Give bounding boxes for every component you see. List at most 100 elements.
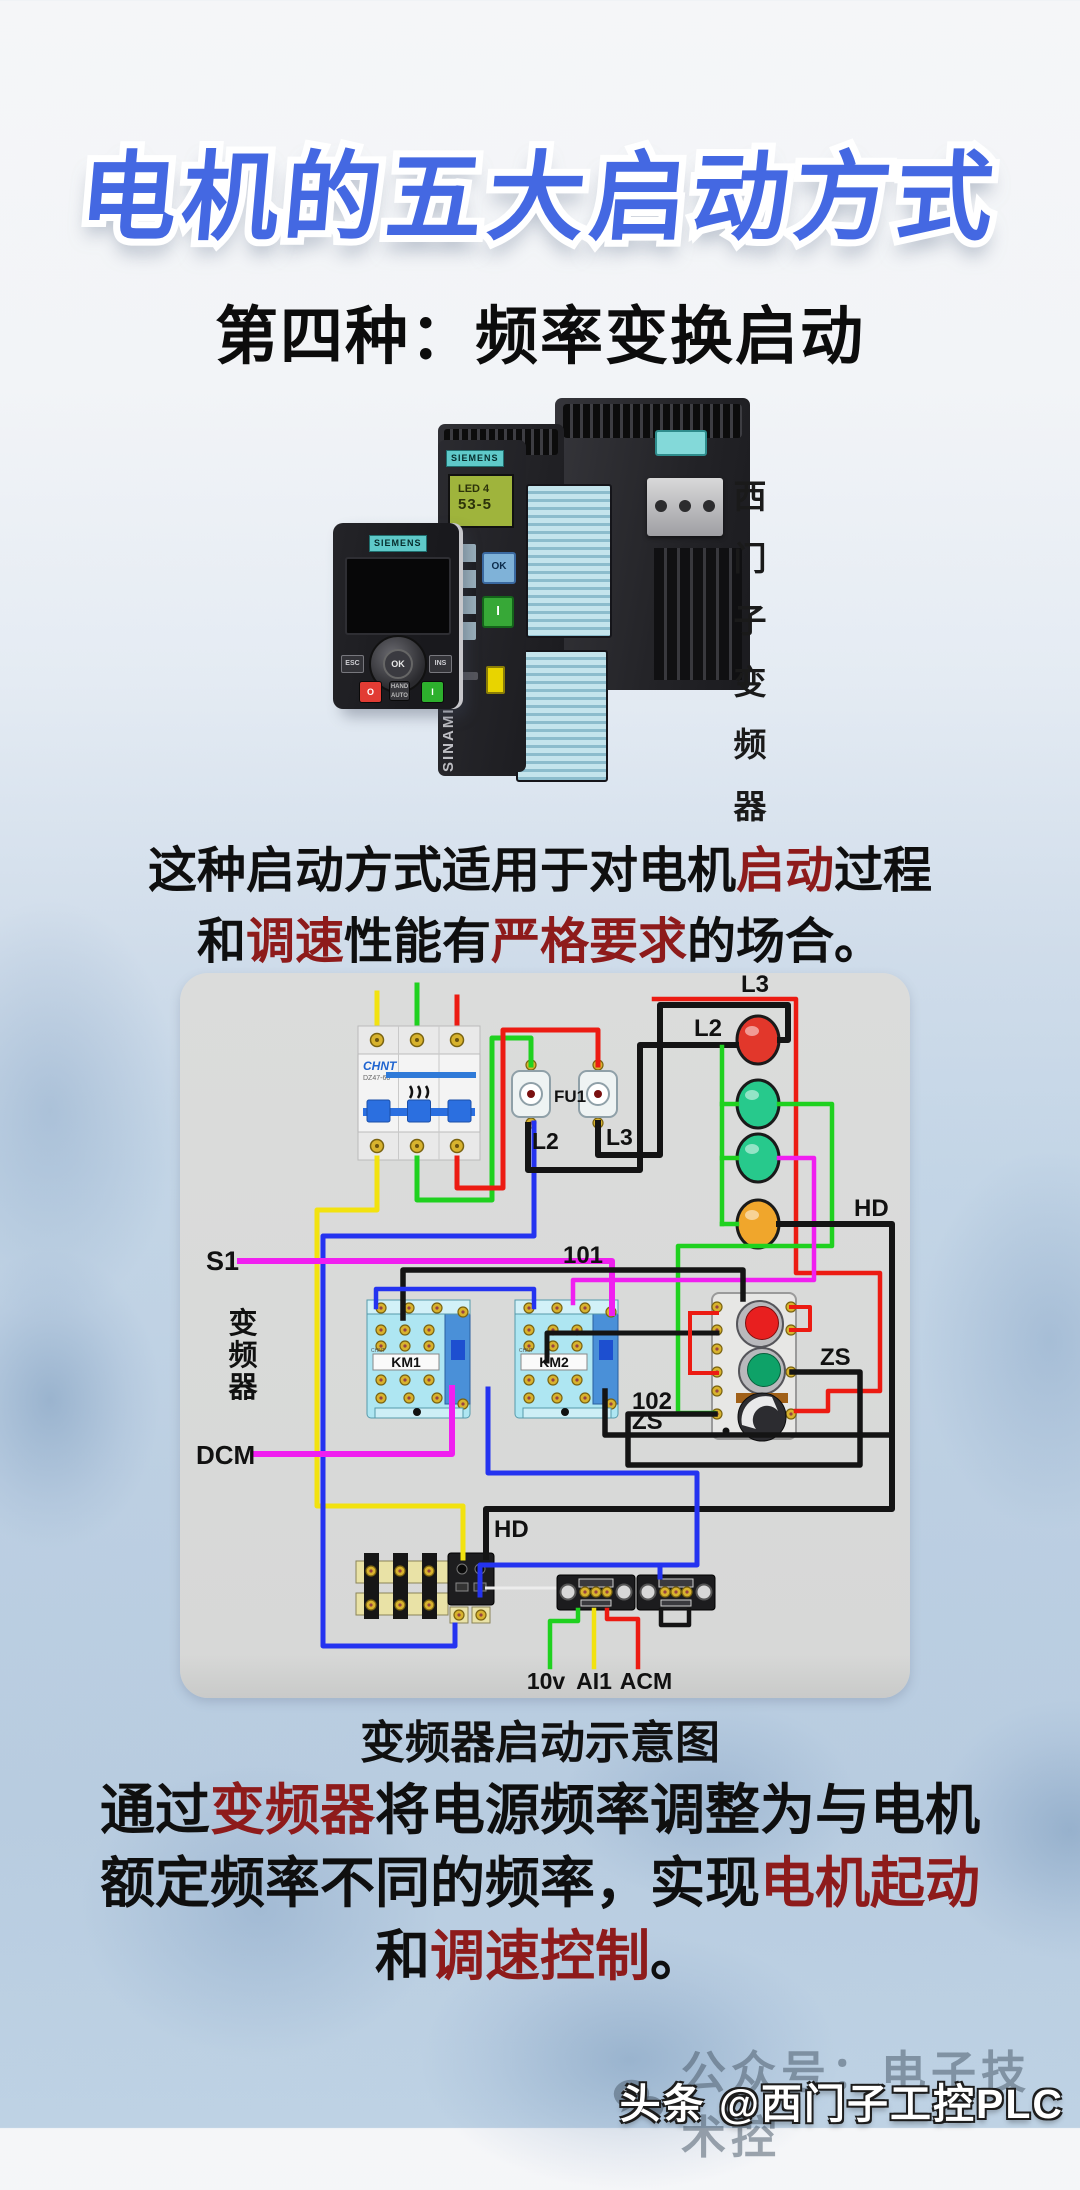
stop-button: O bbox=[359, 681, 382, 703]
label-10v: 10v bbox=[527, 1668, 566, 1694]
label-101: 101 bbox=[563, 1242, 603, 1269]
card-slot bbox=[450, 672, 478, 680]
highlight-bianpinqi: 变频器 bbox=[209, 1779, 375, 1841]
wire-green bbox=[414, 1035, 534, 1203]
pushbutton-station bbox=[711, 1292, 797, 1442]
run-button: I bbox=[482, 596, 514, 628]
wire-l3 bbox=[595, 1002, 791, 1158]
label-s1: S1 bbox=[206, 1246, 239, 1276]
control-unit: SIEMENS LED 4 53-5 OK I SINAMICS bbox=[438, 440, 526, 772]
label-dcm: DCM bbox=[196, 1440, 255, 1470]
highlight-yange: 严格要求 bbox=[491, 915, 688, 969]
label-zs-upper: ZS bbox=[820, 1344, 851, 1371]
label-fu1: FU1 bbox=[554, 1087, 586, 1106]
km1-label: KM1 bbox=[391, 1354, 421, 1370]
label-l2-lamp: L2 bbox=[694, 1015, 722, 1042]
start-button: I bbox=[421, 681, 444, 703]
circuit-breaker: CHNT DZ47-60 bbox=[357, 1025, 481, 1161]
wire-runs bbox=[237, 996, 895, 1670]
outro-paragraph: 通过变频器将电源频率调整为与电机 额定频率不同的频率，实现电机起动 和调速控制。 bbox=[0, 1774, 1080, 1993]
wire-red bbox=[454, 1027, 601, 1191]
ok-button: OK bbox=[482, 552, 516, 584]
hand-auto-button: HAND AUTO bbox=[389, 681, 410, 701]
bg-blot bbox=[0, 1250, 160, 1550]
contactor-km2: KM2 CHNT bbox=[514, 1299, 619, 1419]
intro-line2: 和调速性能有严格要求的场合。 bbox=[196, 915, 884, 969]
lamp-red bbox=[735, 1014, 781, 1066]
lamp-green-2 bbox=[735, 1132, 781, 1184]
terminal-connector bbox=[655, 430, 707, 456]
wire-blue-left bbox=[320, 1120, 537, 1649]
lcd-line2: 53-5 bbox=[458, 496, 493, 513]
fuse-fu1 bbox=[511, 1059, 618, 1129]
wechat-icon bbox=[613, 2079, 664, 2123]
highlight-dianjiqidong: 电机起动 bbox=[760, 1852, 981, 1914]
operator-panel: SIEMENS ESC INS OK O HAND AUTO I bbox=[333, 523, 459, 709]
label-l3-lamp: L3 bbox=[741, 973, 769, 998]
outro-line3: 和调速控制。 bbox=[374, 1925, 706, 1987]
vertical-caption: 西 门 子 变 频 器 bbox=[733, 478, 767, 825]
esc-button: ESC bbox=[341, 655, 364, 673]
lcd-display: LED 4 53-5 bbox=[448, 474, 514, 528]
terminal-strip-1 bbox=[557, 1575, 635, 1610]
wire-dcm bbox=[252, 1385, 455, 1457]
wire-l2 bbox=[525, 1042, 739, 1173]
intro-line1: 这种启动方式适用于对电机启动过程 bbox=[147, 844, 933, 898]
wiring-diagram: CHNT DZ47-60 KM1 CHNT bbox=[196, 973, 895, 1694]
siemens-badge: SIEMENS bbox=[369, 535, 427, 552]
wire-red-right bbox=[651, 996, 883, 1414]
breaker-brand: CHNT bbox=[363, 1059, 398, 1073]
label-hd-bottom: HD bbox=[494, 1516, 529, 1543]
wire-blue-km bbox=[373, 1286, 537, 1310]
siemens-badge: SIEMENS bbox=[446, 450, 504, 467]
svg-text:CHNT: CHNT bbox=[519, 1348, 533, 1354]
label-l2-fuse: L2 bbox=[532, 1128, 559, 1154]
inverter-unit-large bbox=[555, 398, 750, 690]
wire-strip2-jumper bbox=[658, 1607, 692, 1628]
wire-yellow bbox=[314, 1155, 466, 1561]
bg-blot bbox=[920, 1150, 1080, 1530]
indicator-lamps bbox=[735, 1014, 781, 1250]
credit-text: 头条 @西门子工控PLC bbox=[619, 2081, 1064, 2127]
label-ai1: AI1 bbox=[576, 1668, 612, 1694]
wire-zs-upper bbox=[625, 1369, 863, 1468]
wire-km2-btn bbox=[544, 1330, 720, 1364]
km2-label: KM2 bbox=[539, 1354, 569, 1370]
label-hd-top: HD bbox=[854, 1195, 889, 1222]
wire-10v bbox=[547, 1607, 581, 1670]
label-102: 102 bbox=[632, 1388, 672, 1415]
label-l3-fuse: L3 bbox=[606, 1124, 633, 1150]
thermal-relay bbox=[355, 1552, 495, 1624]
label-converter-1: 变 bbox=[228, 1306, 257, 1340]
lamp-green-1 bbox=[735, 1078, 781, 1130]
siemens-inverter-photo: SIEMENS SIEMENS LED 4 53-5 OK I SINAMICS… bbox=[0, 0, 1080, 840]
intro-paragraph: 这种启动方式适用于对电机启动过程 和调速性能有严格要求的场合。 bbox=[0, 836, 1080, 978]
svg-text:CHNT: CHNT bbox=[371, 1348, 385, 1354]
outro-line2: 额定频率不同的频率，实现电机起动 bbox=[99, 1852, 981, 1914]
panel-screen bbox=[345, 557, 451, 635]
lcd-line1: LED 4 bbox=[458, 483, 490, 495]
wiring-diagram-panel: CHNT DZ47-60 KM1 CHNT bbox=[180, 973, 910, 1698]
vent-ribs bbox=[516, 650, 608, 782]
green-pushbutton bbox=[747, 1353, 781, 1387]
breaker-model: DZ47-60 bbox=[363, 1075, 390, 1082]
wire-blue-mid bbox=[477, 1386, 700, 1598]
label-converter-3: 器 bbox=[227, 1372, 258, 1404]
wire-101 bbox=[400, 1267, 746, 1321]
red-pushbutton bbox=[745, 1306, 779, 1340]
wire-zs-lower bbox=[602, 1388, 895, 1438]
label-acm: ACM bbox=[620, 1668, 672, 1694]
wire-hd bbox=[483, 1221, 895, 1560]
diagram-caption: 变频器启动示意图 bbox=[359, 1717, 720, 1768]
yellow-button bbox=[486, 666, 505, 694]
highlight-tiaosukongzhi: 调速控制 bbox=[429, 1925, 650, 1987]
page-subtitle: 第四种：频率变换启动 bbox=[215, 302, 865, 372]
terminal-strip-2 bbox=[637, 1575, 715, 1610]
ins-button: INS bbox=[429, 655, 452, 673]
vent-ribs bbox=[526, 484, 612, 638]
heatsink-grid bbox=[654, 548, 742, 680]
label-converter-2: 频 bbox=[228, 1339, 257, 1372]
highlight-qidong: 启动 bbox=[735, 844, 834, 898]
vent-grille bbox=[563, 404, 742, 438]
wire-s1 bbox=[237, 1258, 615, 1316]
